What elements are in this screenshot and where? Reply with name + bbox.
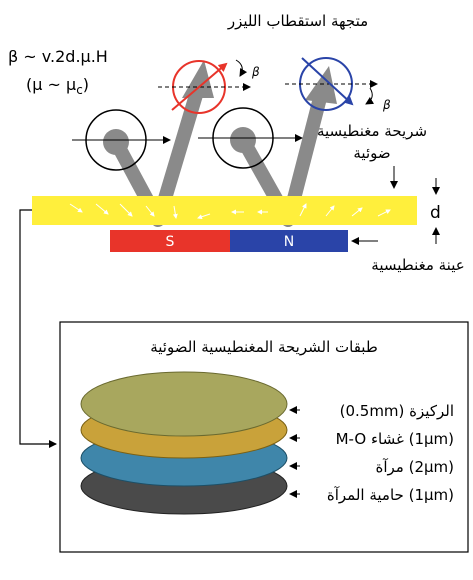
formula-line-1: β ~ v.2d.μ.H: [8, 47, 108, 66]
magneto-optical-film: [32, 196, 417, 225]
formula-line-2: (μ ~ μc): [26, 75, 89, 97]
pole-n: [230, 230, 348, 252]
thickness-label: d: [430, 203, 441, 223]
film-label-line-1: شريحة مغنطيسية: [317, 122, 427, 140]
beta-label-left: β: [251, 65, 260, 79]
polarization-rotation-blue: [285, 57, 378, 111]
connector-line: [19, 209, 57, 448]
pole-s: [110, 230, 230, 252]
beta-label-right: β: [382, 98, 391, 112]
layer-label-0: (0.5mm) الركيزة: [340, 402, 454, 420]
incident-polarization-left: [72, 109, 171, 171]
polarization-rotation-red: [158, 59, 251, 114]
film-label-line-2: ضوئية: [353, 144, 390, 162]
laser-polarization-label: متجهة استقطاب الليزر: [227, 12, 368, 30]
layer-label-1: M-O غشاء (1μm): [336, 430, 454, 448]
pole-s-label: S: [166, 234, 175, 250]
layer-label-2: مرآة (2μm): [375, 458, 454, 476]
layer-label-3: حامية المرآة (1μm): [327, 486, 454, 504]
pole-n-label: N: [284, 234, 294, 250]
incident-polarization-right: [198, 107, 303, 169]
layer-disk-substrate: [80, 371, 288, 437]
layers-panel-title: طبقات الشريحة المغنطيسية الضوئية: [150, 338, 378, 356]
magnetic-sample-label: عينة مغنطيسية: [371, 256, 464, 274]
magnetization-arrows: [69, 203, 391, 220]
